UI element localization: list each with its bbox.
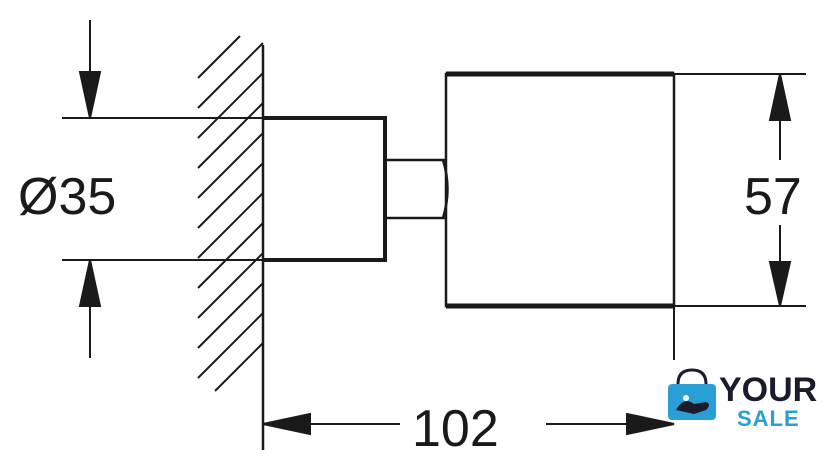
logo-word-sale: SALE [737, 406, 800, 431]
yoursale-logo: YOUR SALE [668, 368, 817, 431]
shopping-bag-hand-icon [668, 368, 716, 420]
length-dimension [262, 306, 675, 436]
mount-base [263, 116, 387, 262]
length-label: 102 [412, 400, 499, 458]
height-dimension [674, 73, 806, 307]
logo-word-your: YOUR [719, 371, 817, 409]
diameter-dimension [62, 20, 263, 358]
knob-body [444, 71, 676, 309]
height-label: 57 [744, 168, 802, 226]
diameter-label: Ø35 [18, 168, 116, 226]
mount-neck [385, 158, 449, 220]
wall-hatching [197, 35, 265, 450]
